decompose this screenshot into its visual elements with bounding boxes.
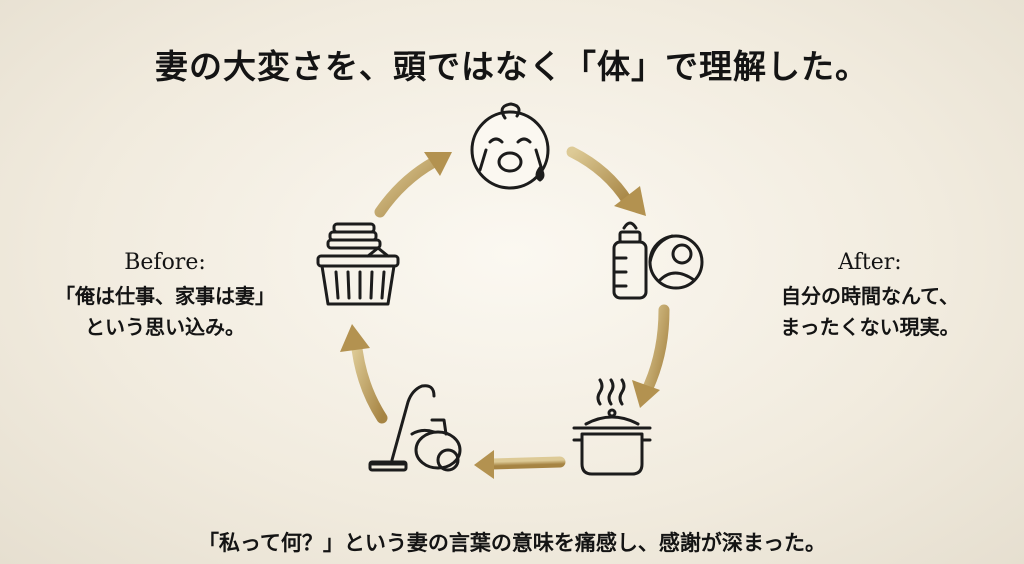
after-heading: After: [838,250,902,275]
arrow-baby-to-bottle [566,146,634,208]
main-title: 妻の大変さを、頭ではなく「体」で理解した。 [155,47,869,86]
before-line-1: 「俺は仕事、家事は妻」 [55,284,275,308]
arrowhead-5 [424,152,452,176]
arrowhead-3 [474,450,494,479]
vacuum-cleaner-icon [368,384,462,472]
arrow-basket-to-baby [374,156,440,218]
after-line-2: まったくない現実。 [780,315,960,339]
footer-caption: 「私って何？」という妻の言葉の意味を痛感し、感謝が深まった。 [197,531,827,555]
arrowhead-2 [632,380,660,408]
cycle-arrowheads [340,152,660,479]
cooking-pot-icon [572,378,652,476]
arrowhead-1 [614,186,646,216]
arrow-pot-to-vacuum [486,456,566,470]
arrow-vacuum-to-basket [350,334,388,424]
laundry-basket-icon [316,222,400,306]
crying-baby-icon [470,102,550,190]
after-block: After: 自分の時間なんて、 まったくない現実。 [735,250,1005,343]
before-block: Before: 「俺は仕事、家事は妻」 という思い込み。 [25,250,305,343]
before-heading: Before: [124,250,206,275]
arrowhead-4 [340,324,370,352]
arrow-bottle-to-pot [640,304,670,398]
before-line-2: という思い込み。 [85,315,245,339]
baby-bottle-feeding-icon [612,221,704,300]
after-line-1: 自分の時間なんて、 [781,284,959,308]
